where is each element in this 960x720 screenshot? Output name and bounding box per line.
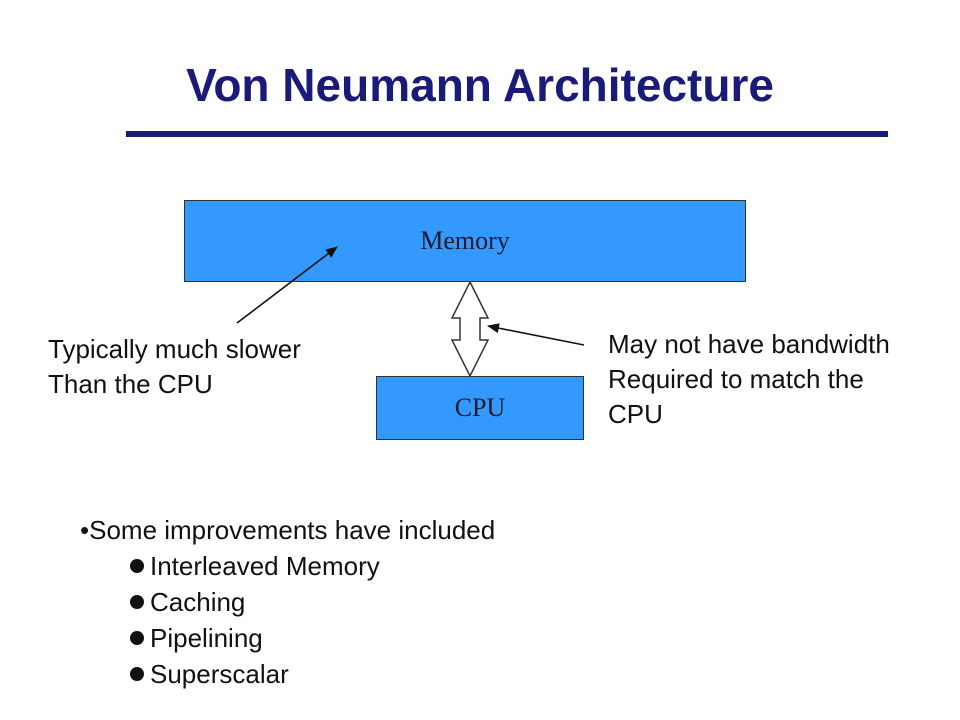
bullet-dot-icon	[130, 559, 144, 573]
list-item-label: Pipelining	[150, 623, 263, 653]
right-note-line: CPU	[608, 399, 663, 429]
bullet-dot-icon	[130, 667, 144, 681]
right-note-arrow	[487, 323, 585, 346]
sub-bullet-list: Interleaved Memory Caching Pipelining Su…	[80, 548, 495, 692]
left-note-line: Than the CPU	[48, 369, 213, 399]
list-item: Superscalar	[130, 656, 495, 692]
right-note-line: May not have bandwidth	[608, 329, 890, 359]
cpu-box: CPU	[376, 376, 584, 440]
list-item: Interleaved Memory	[130, 548, 495, 584]
bus-double-arrow	[450, 280, 490, 378]
title-underline	[126, 131, 888, 137]
right-note: May not have bandwidth Required to match…	[608, 327, 890, 432]
bullet-dot-icon	[130, 595, 144, 609]
bullet-dot-icon	[130, 631, 144, 645]
slide-title: Von Neumann Architecture	[186, 59, 774, 111]
memory-box: Memory	[184, 200, 746, 282]
list-item: Caching	[130, 584, 495, 620]
improvements-list: •Some improvements have included Interle…	[80, 512, 495, 692]
list-item-label: Superscalar	[150, 659, 289, 689]
list-item: Pipelining	[130, 620, 495, 656]
left-note: Typically much slower Than the CPU	[48, 332, 301, 402]
right-note-line: Required to match the	[608, 364, 864, 394]
main-bullet: •Some improvements have included	[80, 515, 496, 545]
memory-label: Memory	[420, 226, 510, 255]
cpu-label: CPU	[454, 393, 506, 422]
list-item-label: Interleaved Memory	[150, 551, 380, 581]
list-item-label: Caching	[150, 587, 246, 617]
left-note-line: Typically much slower	[48, 334, 301, 364]
